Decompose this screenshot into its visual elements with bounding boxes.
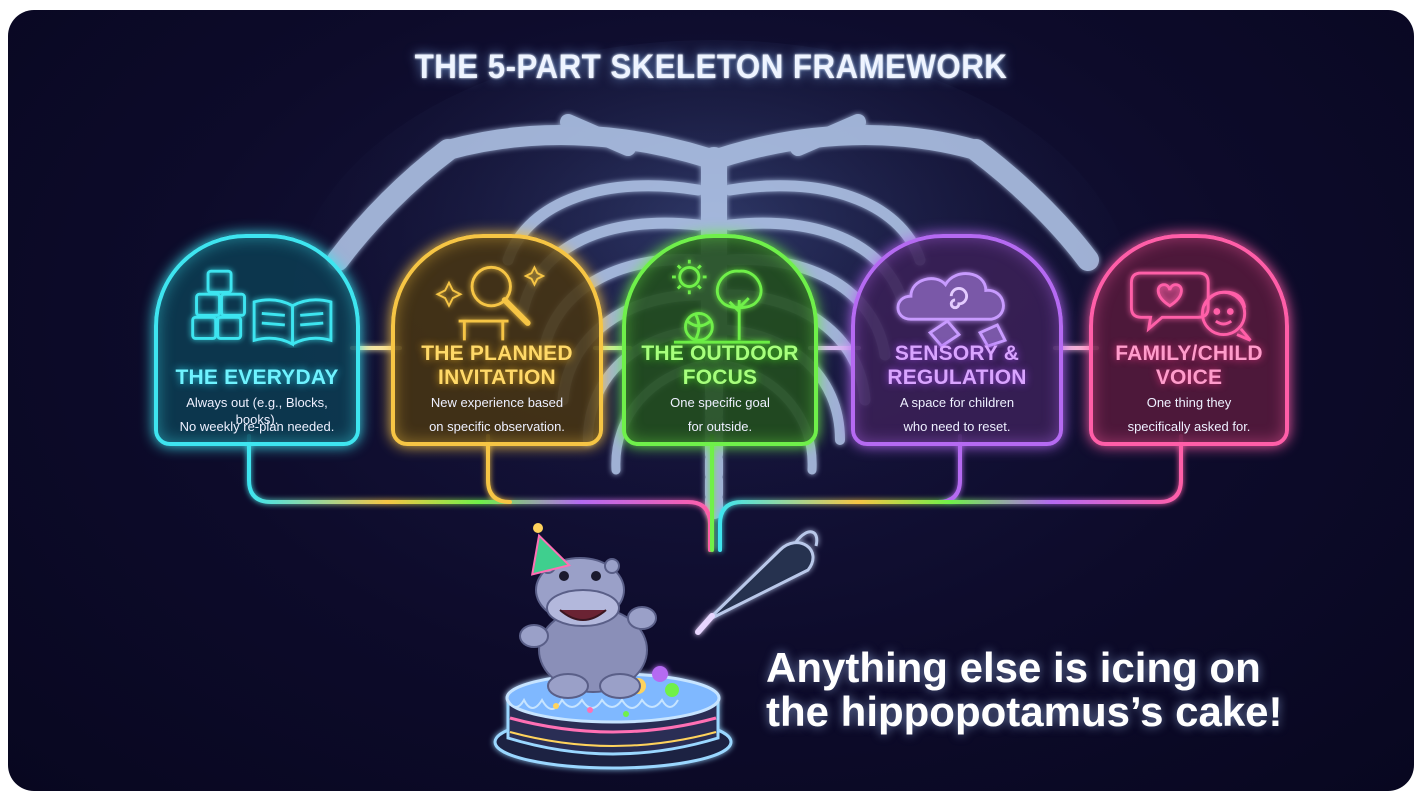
card-description-line2: No weekly re-plan needed. [179,419,335,434]
page-title: THE 5-PART SKELETON FRAMEWORK [414,48,1008,86]
card-description-line1: Always out (e.g., Blocks, books). [186,395,328,427]
tagline-line1: Anything else is icing on [766,644,1261,691]
card-heading-line1: SENSORY & [894,342,1020,365]
party-hat [530,533,572,576]
card-heading-line1: THE PLANNED [421,342,573,365]
magnifier-table-icon [435,265,546,341]
tagline: Anything else is icing on the hippopotam… [766,646,1286,734]
card-heading: THE PLANNED INVITATION [395,342,599,390]
card-description-line2: on specific observation. [429,419,565,434]
cloud-cushion-icon [896,272,1008,348]
tagline-line2: the hippopotamus’s cake! [766,688,1283,735]
card-description-line2: who need to reset. [903,419,1011,434]
card-the-planned-invitation: THE PLANNED INVITATION New experience ba… [391,234,603,446]
card-heading-line2: VOICE [1155,366,1223,389]
card-heading-line1: THE EVERYDAY [175,366,339,389]
card-heading: THE EVERYDAY [158,366,356,390]
blocks-and-book-icon [191,269,333,347]
card-description-line1: A space for children [899,395,1015,410]
card-heading: THE OUTDOOR FOCUS [626,342,814,390]
card-heading-line1: THE OUTDOOR [641,342,799,365]
speech-bubbles-icon [1129,271,1252,342]
card-description-line1: One thing they [1146,395,1232,410]
card-heading-line2: FOCUS [682,366,758,389]
card-heading: FAMILY/CHILD VOICE [1093,342,1285,390]
card-family-child-voice: FAMILY/CHILD VOICE One thing they specif… [1089,234,1289,446]
card-heading: SENSORY & REGULATION [855,342,1059,390]
infographic-frame: THE 5-PART SKELETON FRAMEWORK THE EVERYD… [8,10,1414,791]
card-heading-line1: FAMILY/CHILD [1115,342,1263,365]
piping-bag [695,530,819,635]
card-heading-line2: INVITATION [438,366,556,389]
card-the-outdoor-focus: THE OUTDOOR FOCUS One specific goal for … [622,234,818,446]
card-description-line1: One specific goal [670,395,770,410]
sun-tree-ball-icon [672,259,770,344]
card-description-line1: New experience based [430,395,564,410]
card-the-everyday: THE EVERYDAY Always out (e.g., Blocks, b… [154,234,360,446]
card-heading-line2: REGULATION [887,366,1027,389]
card-description-line2: for outside. [687,419,753,434]
card-description-line2: specifically asked for. [1127,419,1251,434]
card-sensory-and-regulation: SENSORY & REGULATION A space for childre… [851,234,1063,446]
hippo [519,523,657,699]
